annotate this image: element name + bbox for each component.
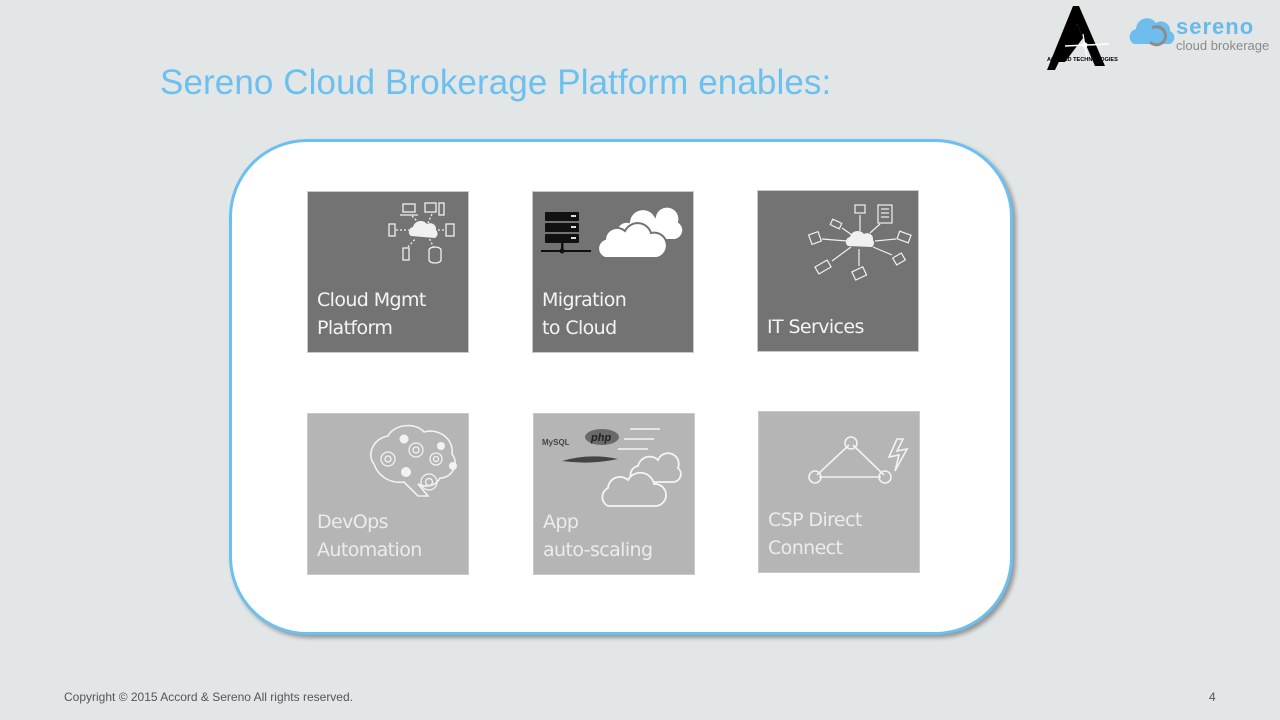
sereno-cloud-icon xyxy=(1129,18,1175,47)
tile-it-services[interactable]: IT Services xyxy=(757,190,919,352)
accord-a-icon: ACCORD TECHNOLOGIES xyxy=(1047,6,1118,70)
cloud-network-icon xyxy=(388,202,455,264)
sereno-logo: sereno cloud brokerage xyxy=(1128,14,1278,60)
page-number: 4 xyxy=(1209,690,1216,704)
slide-title: Sereno Cloud Brokerage Platform enables: xyxy=(160,63,832,102)
sereno-tagline: cloud brokerage xyxy=(1176,38,1270,53)
accord-technologies-logo: ACCORD TECHNOLOGIES xyxy=(1043,4,1143,72)
sereno-brand-name: sereno xyxy=(1176,14,1255,39)
brain-gears-icon xyxy=(370,424,457,497)
apache-feather-icon xyxy=(562,456,618,463)
network-hub-icon xyxy=(807,204,912,281)
tile-label: IT Services xyxy=(767,316,864,338)
app-stack-clouds-icon: MySQL php xyxy=(542,428,682,507)
copyright-notice: Copyright © 2015 Accord & Sereno All rig… xyxy=(64,690,353,704)
triangle-lightning-icon xyxy=(808,436,909,484)
svg-text:ACCORD TECHNOLOGIES: ACCORD TECHNOLOGIES xyxy=(1047,57,1118,63)
php-logo: php xyxy=(590,432,611,444)
server-to-cloud-icon xyxy=(541,205,685,259)
mysql-logo: MySQL xyxy=(542,438,570,447)
